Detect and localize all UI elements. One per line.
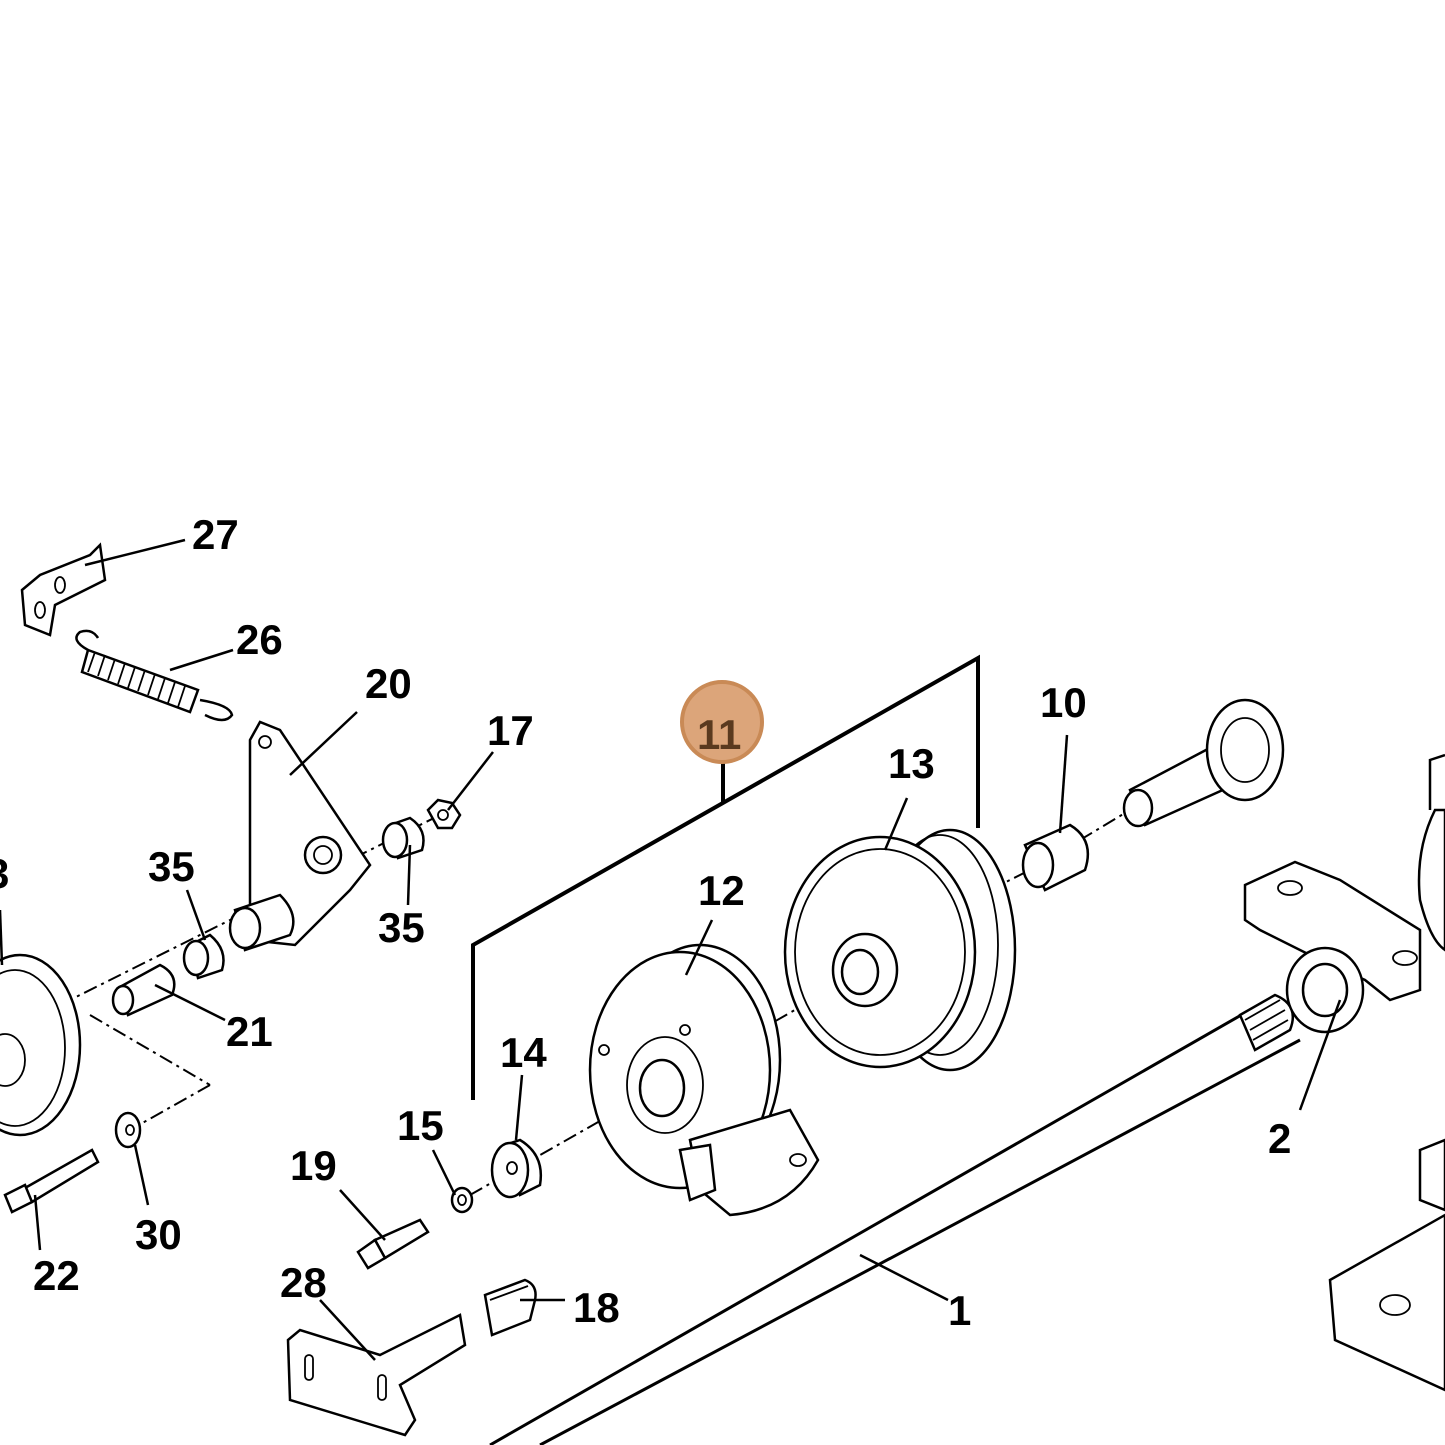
callout-11[interactable]: 11	[697, 711, 741, 758]
splined-shaft	[1238, 993, 1295, 1052]
idler-arm-20	[228, 720, 372, 952]
bracket-27	[20, 542, 107, 637]
callout-1[interactable]: 1	[948, 1287, 971, 1334]
callout-28[interactable]: 28	[280, 1259, 327, 1306]
bushing-10	[1021, 823, 1090, 892]
callout-12[interactable]: 12	[698, 867, 745, 914]
assembly-bracket-11	[471, 654, 980, 1100]
bolt-22	[3, 1148, 100, 1214]
callout-14[interactable]: 14	[500, 1029, 547, 1076]
frame-plate	[489, 1008, 1301, 1445]
callout-21[interactable]: 21	[226, 1008, 273, 1055]
callout-35-upper[interactable]: 35	[378, 904, 425, 951]
callout-13[interactable]: 13	[888, 740, 935, 787]
highlight-marker	[680, 680, 764, 764]
pulley-3	[0, 953, 82, 1137]
callout-17[interactable]: 17	[487, 707, 534, 754]
leader-lines	[0, 538, 1342, 1361]
stub-shaft	[1122, 698, 1285, 828]
callout-3[interactable]: 3	[0, 850, 9, 897]
callout-26[interactable]: 26	[236, 616, 283, 663]
spring-26	[75, 629, 234, 722]
pulley-13	[783, 828, 1017, 1072]
lock-washer-15	[450, 1186, 474, 1214]
bearing-bracket	[1243, 860, 1422, 1034]
callout-10[interactable]: 10	[1040, 679, 1087, 726]
pin-21	[111, 963, 176, 1017]
callout-30[interactable]: 30	[135, 1211, 182, 1258]
callout-35-lower[interactable]: 35	[148, 843, 195, 890]
key-18	[483, 1278, 537, 1337]
callout-27[interactable]: 27	[192, 511, 239, 558]
washer-30	[114, 1111, 142, 1149]
callout-20[interactable]: 20	[365, 660, 412, 707]
bushing-35-lower	[182, 933, 225, 980]
right-edge-parts	[1328, 753, 1445, 1392]
bolt-19	[356, 1218, 430, 1270]
callout-22[interactable]: 22	[33, 1252, 80, 1299]
callout-2[interactable]: 2	[1268, 1115, 1291, 1162]
callout-15[interactable]: 15	[397, 1102, 444, 1149]
bracket-28	[286, 1313, 467, 1437]
clutch-12	[588, 943, 820, 1217]
callout-labels: 1 2 3 10 11 12 13 14 15 17 18 19 20 21 2…	[0, 511, 1291, 1334]
nut-17	[426, 798, 462, 830]
spacer-14	[490, 1138, 543, 1199]
bushing-35-upper	[381, 816, 425, 860]
callout-18[interactable]: 18	[573, 1284, 620, 1331]
callout-19[interactable]: 19	[290, 1142, 337, 1189]
